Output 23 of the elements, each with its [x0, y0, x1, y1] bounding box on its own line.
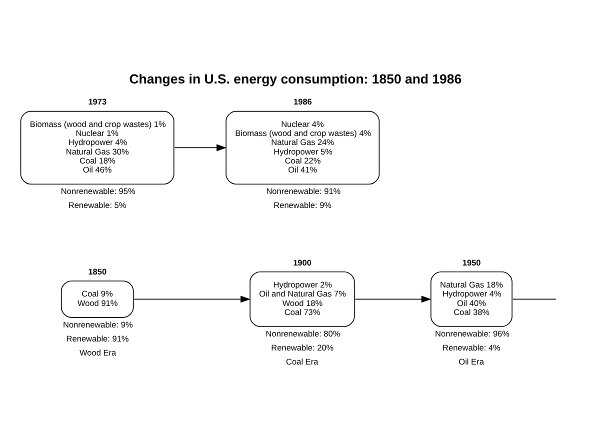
node-label: Nonrenewable: 91% — [266, 187, 341, 196]
node-label: Renewable: 5% — [68, 201, 126, 210]
diagram-title: Changes in U.S. energy consumption: 1850 and 1986 — [129, 71, 462, 86]
node-label: Nonrenewable: 96% — [435, 329, 510, 338]
node-label: 1850 — [88, 267, 107, 276]
node-label: Renewable: 4% — [442, 344, 500, 353]
node-label: Renewable: 20% — [271, 344, 334, 353]
arrow — [354, 296, 432, 303]
arrow — [174, 144, 226, 152]
node-label: Nonrenewable: 80% — [266, 329, 340, 338]
node-label: Wood Era — [80, 348, 116, 358]
node-label: 1973 — [88, 98, 107, 107]
node-label: Renewable: 91% — [66, 334, 129, 344]
node-label: 1900 — [293, 258, 312, 268]
arrow — [134, 296, 250, 303]
node-label: 1950 — [462, 258, 481, 268]
node-label: Nonrenewable: 95% — [60, 187, 136, 196]
node-label: Renewable: 9% — [274, 201, 332, 210]
node-label: Nonrenewable: 9% — [62, 320, 133, 330]
node-label: Oil Era — [458, 358, 484, 367]
node-label: Coal Era — [286, 358, 318, 367]
connector — [512, 298, 556, 300]
node-label: 1986 — [294, 98, 312, 107]
